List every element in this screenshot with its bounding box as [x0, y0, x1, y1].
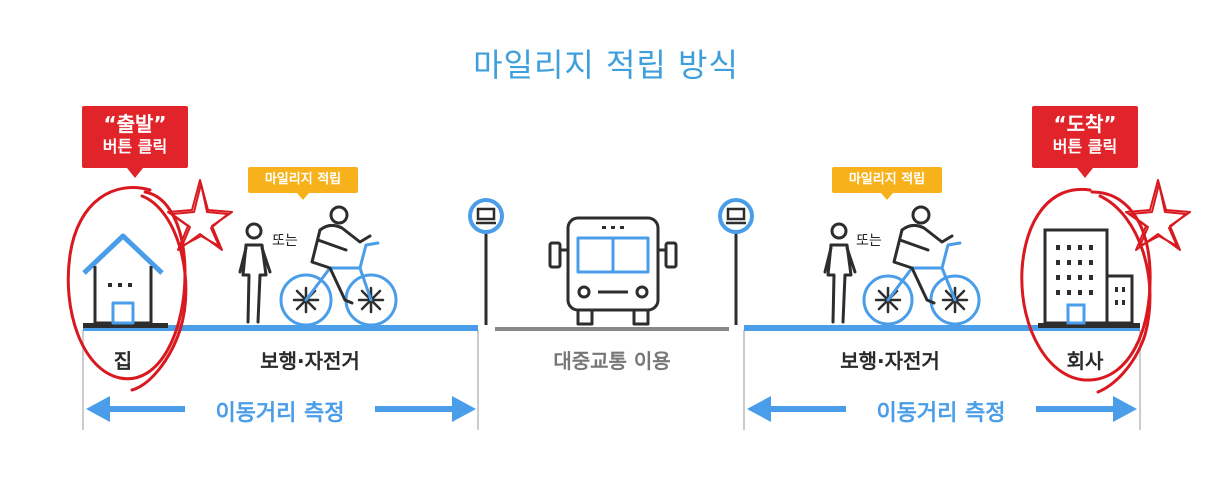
departure-callout-title: “출발” [103, 112, 167, 136]
home-label: 집 [113, 349, 133, 373]
cyclist-icon [279, 205, 398, 327]
arrival-callout: “도착” 버튼 클릭 [1032, 106, 1138, 178]
circle-doodle-icon [1020, 187, 1152, 394]
arrow-right-icon [1113, 396, 1137, 422]
arrow-left-icon [86, 396, 110, 422]
walk-bike-label-right: 보행·자전거 [840, 349, 940, 373]
star-doodle-icon [167, 179, 233, 251]
cyclist-icon [862, 205, 981, 326]
arrow-right-icon [452, 396, 476, 422]
or-text-right: 또는 [856, 233, 882, 249]
arrow-left-icon [747, 396, 771, 422]
road-transit [495, 327, 729, 331]
mileage-tag-right: 마일리지 적립 [832, 167, 942, 200]
or-text-left: 또는 [272, 233, 298, 249]
transit-label: 대중교통 이용 [553, 349, 671, 373]
house-icon [82, 233, 164, 325]
bus-icon [548, 216, 678, 326]
departure-callout: “출발” 버튼 클릭 [82, 106, 188, 178]
arrival-callout-title: “도착” [1053, 112, 1117, 136]
road-left [83, 325, 478, 331]
mileage-tag-left: 마일리지 적립 [248, 167, 358, 200]
star-doodle-icon [1125, 179, 1191, 251]
bus-stop-icon [718, 198, 754, 325]
pedestrian-icon [823, 222, 857, 324]
departure-callout-subtitle: 버튼 클릭 [102, 137, 168, 156]
diagram-title: 마일리지 적립 방식 [473, 46, 739, 84]
office-base [1038, 323, 1140, 328]
office-building-icon [1043, 228, 1134, 325]
measure-label-left: 이동거리 측정 [185, 395, 375, 427]
office-label: 회사 [1066, 349, 1104, 373]
pedestrian-icon [238, 222, 272, 324]
measure-label-right: 이동거리 측정 [846, 395, 1036, 427]
home-base [83, 323, 168, 328]
bus-stop-icon [468, 198, 504, 325]
road-right [744, 325, 1140, 331]
walk-bike-label-left: 보행·자전거 [260, 349, 360, 373]
arrival-callout-subtitle: 버튼 클릭 [1052, 137, 1118, 156]
